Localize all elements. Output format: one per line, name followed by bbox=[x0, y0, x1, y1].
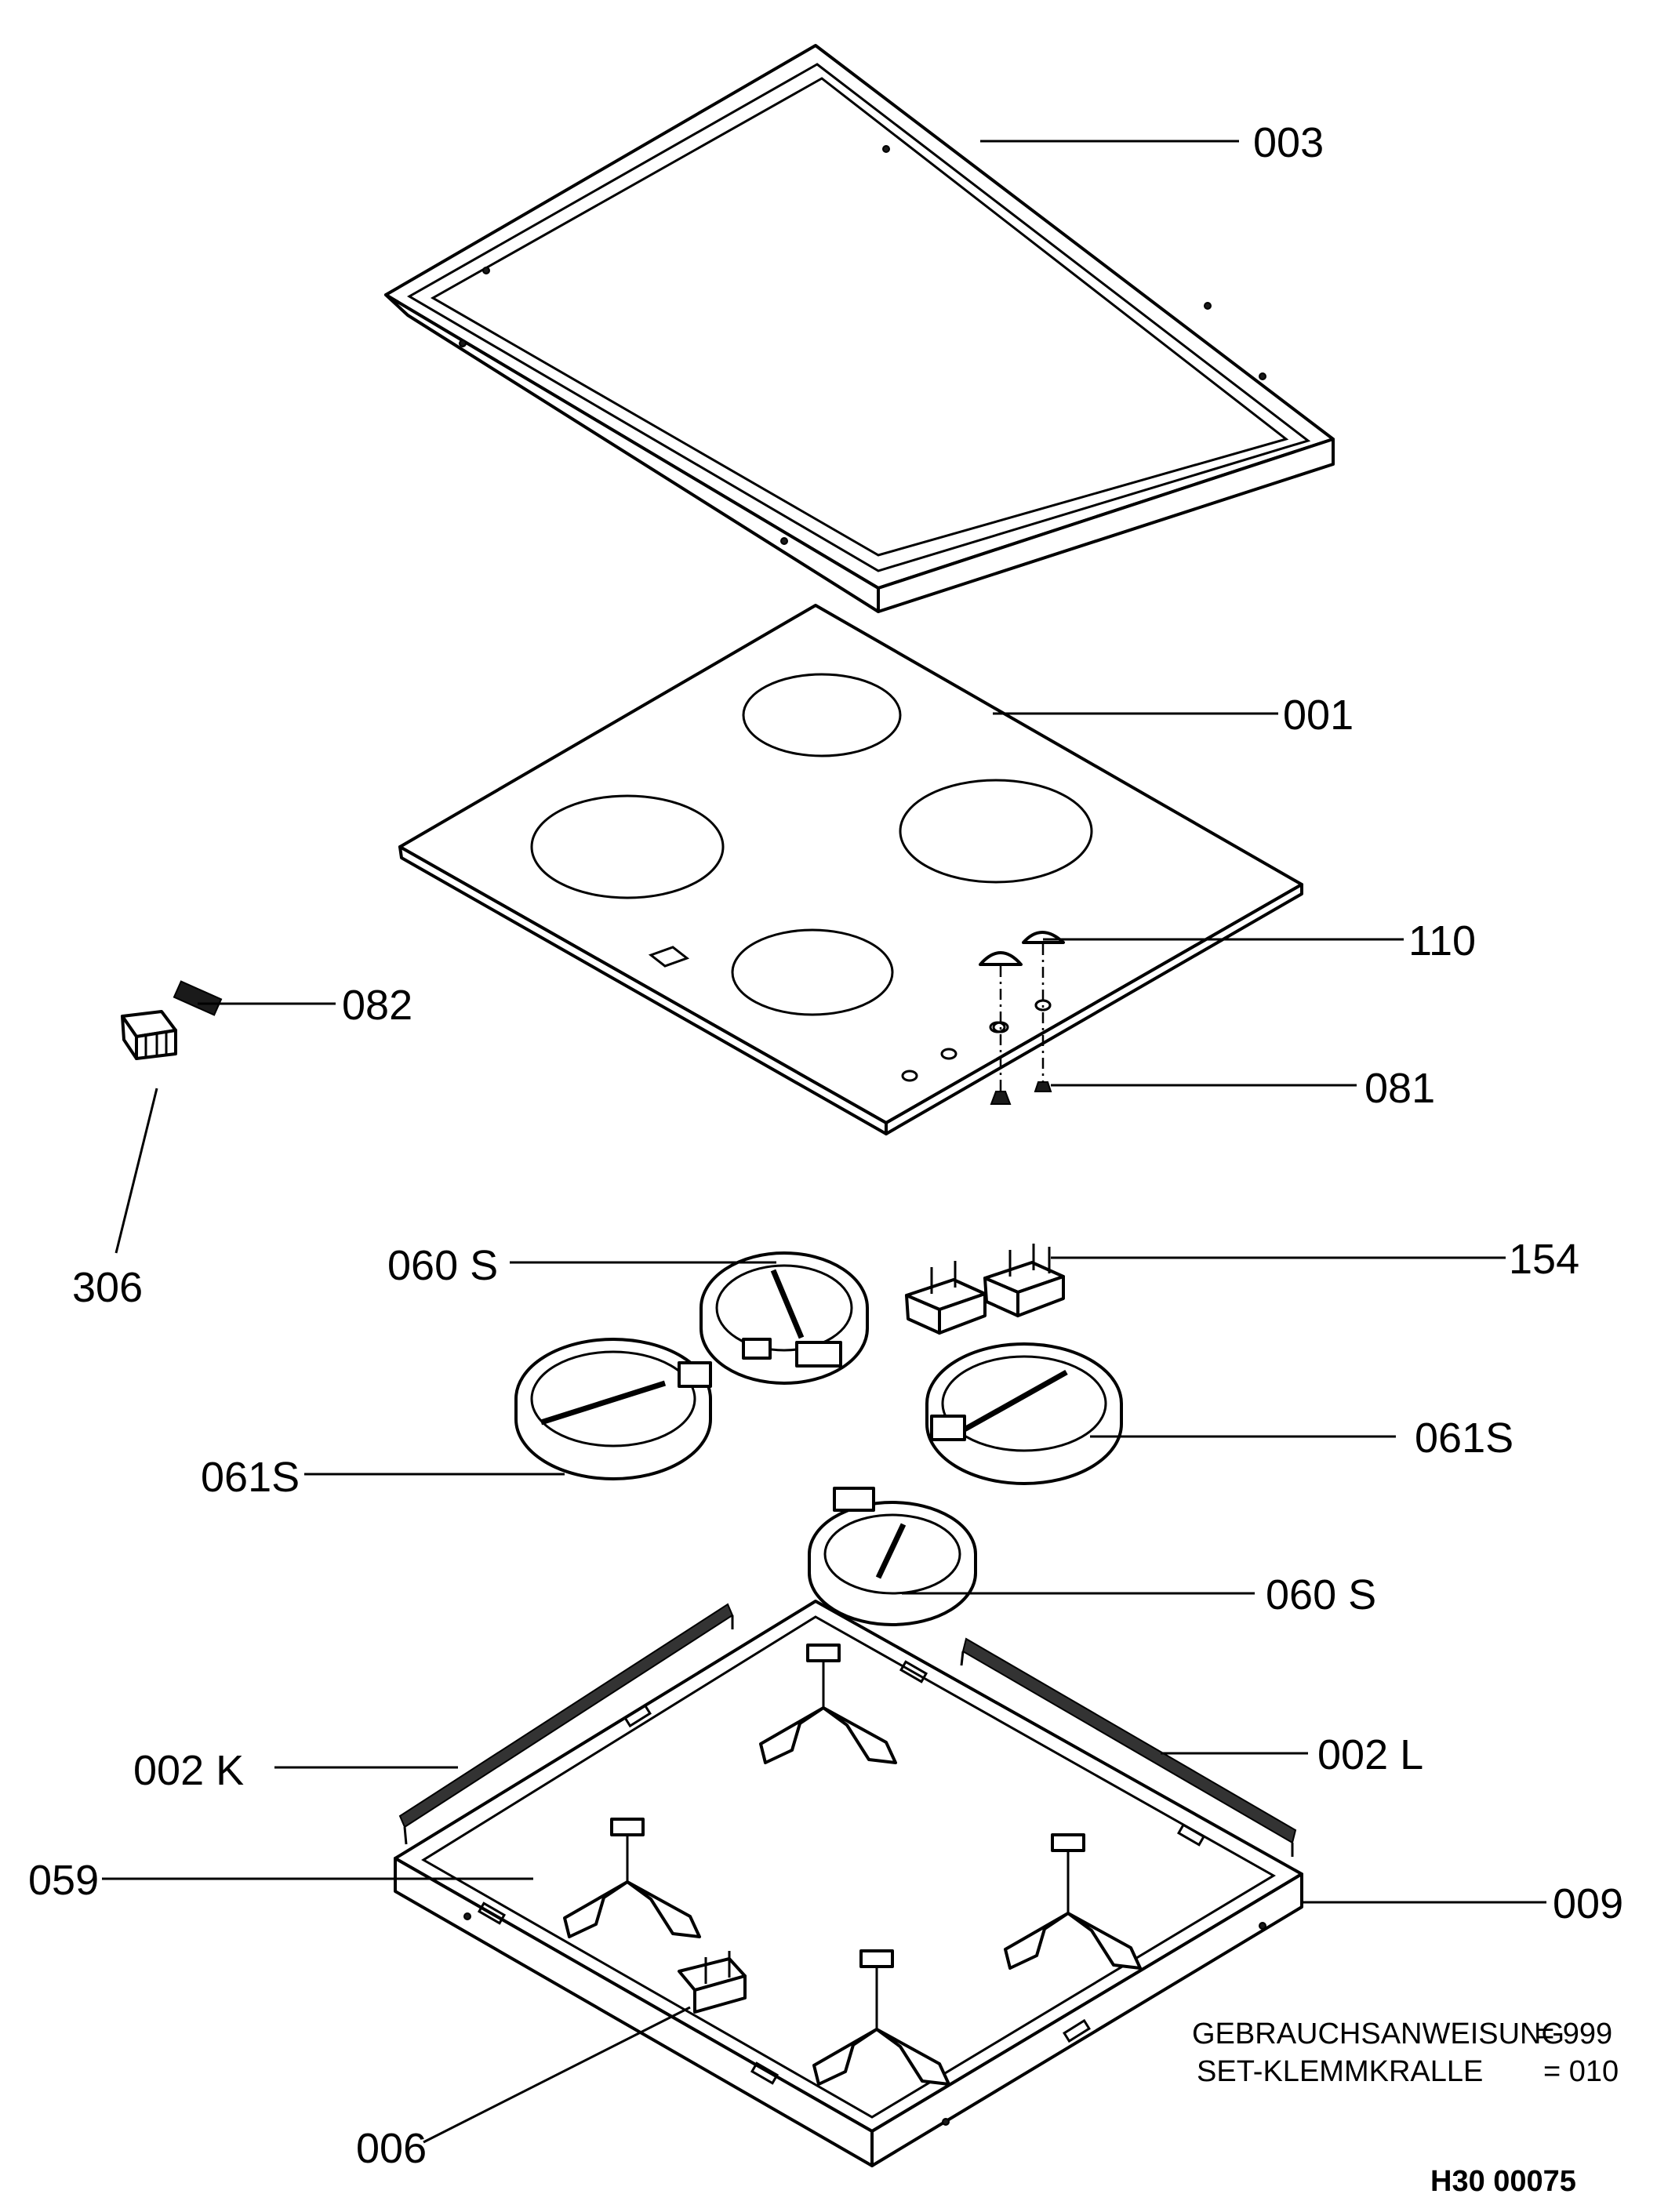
label-059: 059 bbox=[28, 1857, 99, 1904]
energy-regulators-154 bbox=[905, 1244, 1065, 1335]
strip-002l bbox=[960, 1637, 1297, 1857]
drawing-code: H30 00075 bbox=[1430, 2165, 1576, 2198]
note-manual-label: GEBRAUCHSANWEISUNG bbox=[1192, 2018, 1564, 2050]
heating-element-061s-left bbox=[514, 1338, 712, 1480]
label-003: 003 bbox=[1253, 119, 1324, 166]
label-060s-top: 060 S bbox=[387, 1242, 498, 1289]
label-009: 009 bbox=[1553, 1880, 1623, 1927]
label-082: 082 bbox=[342, 982, 412, 1029]
label-306: 306 bbox=[72, 1264, 143, 1311]
frame-003 bbox=[384, 44, 1335, 613]
label-002k: 002 K bbox=[133, 1747, 244, 1794]
glass-top-001 bbox=[398, 604, 1303, 1135]
heating-element-060s-bottom bbox=[808, 1487, 977, 1626]
note-clip-value: = 010 bbox=[1543, 2055, 1619, 2088]
note-clip-label: SET-KLEMMKRALLE bbox=[1197, 2055, 1483, 2088]
label-061s-left: 061S bbox=[201, 1454, 300, 1501]
heating-element-061s-right bbox=[925, 1342, 1123, 1485]
label-081: 081 bbox=[1364, 1065, 1435, 1112]
part-labels: 003 001 110 082 081 306 060 S 154 061S 0… bbox=[28, 119, 1623, 2172]
label-006: 006 bbox=[356, 2125, 427, 2172]
bottom-tray-009 bbox=[394, 1600, 1303, 2167]
terminal-block-306 bbox=[121, 1010, 177, 1060]
connector-006 bbox=[678, 1951, 747, 2014]
connector-082 bbox=[173, 980, 223, 1016]
notes: GEBRAUCHSANWEISUNG = 999 SET-KLEMMKRALLE… bbox=[1192, 2018, 1619, 2198]
strip-002k bbox=[398, 1603, 734, 1845]
leader-lines bbox=[102, 140, 1546, 2144]
label-060s-bottom: 060 S bbox=[1266, 1571, 1376, 1618]
clamp-claws-059 bbox=[563, 1644, 1142, 2086]
heating-element-060s-top bbox=[700, 1251, 869, 1385]
label-154: 154 bbox=[1509, 1236, 1579, 1283]
label-001: 001 bbox=[1283, 692, 1354, 739]
knobs-110 bbox=[979, 931, 1065, 1091]
label-002l: 002 L bbox=[1317, 1731, 1423, 1778]
label-110: 110 bbox=[1408, 917, 1476, 964]
note-manual-value: = 999 bbox=[1537, 2018, 1612, 2050]
label-061s-right: 061S bbox=[1415, 1415, 1513, 1462]
feet-081 bbox=[990, 1081, 1052, 1105]
